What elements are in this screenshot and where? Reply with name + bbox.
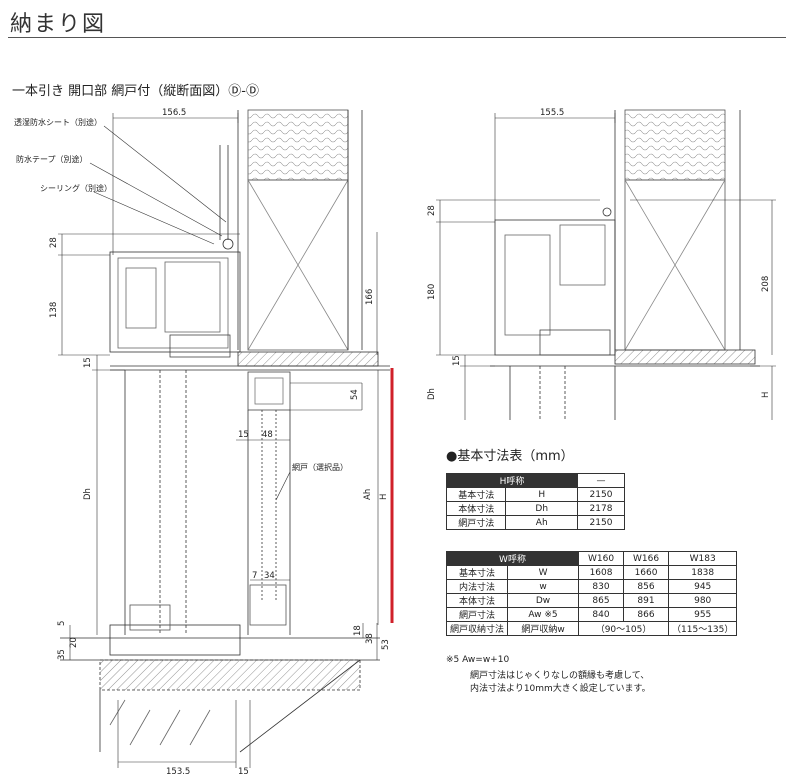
dim-28: 28 <box>49 237 59 248</box>
dim-15: 15 <box>83 357 93 368</box>
label-tape: 防水テープ（別途） <box>16 154 88 164</box>
label-sheet: 透湿防水シート（別途） <box>14 117 102 127</box>
note-formula: ※5 Aw=w+10 <box>446 655 510 665</box>
right-dims <box>436 113 776 420</box>
dim-38: 38 <box>365 633 375 644</box>
dim-h: H <box>379 494 389 500</box>
table-h-header-val: — <box>577 473 625 488</box>
title-divider <box>8 37 786 38</box>
right-dim-h: H <box>761 392 771 398</box>
dim-53: 53 <box>381 639 391 650</box>
right-dim-15: 15 <box>452 355 462 366</box>
dim-35: 35 <box>57 649 67 660</box>
table-row: 基本寸法 H 2150 <box>445 487 625 502</box>
height-table: H呼称 — 基本寸法 H 2150 本体寸法 Dh 2178 網戸寸法 Ah 2… <box>445 473 625 530</box>
dim-15c: 15 <box>238 767 249 777</box>
dim-15b: 15 <box>238 430 249 440</box>
dim-48: 48 <box>262 430 273 440</box>
table-h-header: H呼称 <box>446 473 578 488</box>
insulation-top <box>247 109 349 181</box>
dim-bottom-width: 153.5 <box>166 767 190 777</box>
table-row: 網戸寸法 Ah 2150 <box>445 515 625 530</box>
table-row: 網戸収納寸法 網戸収納w （90～105） （115～135） <box>445 621 738 636</box>
dim-138: 138 <box>49 302 59 318</box>
left-section <box>60 109 390 753</box>
right-dim-dh: Dh <box>427 388 437 400</box>
label-screen: 網戸（選択品） <box>292 462 348 472</box>
right-dim-180: 180 <box>427 284 437 300</box>
dim-ah: Ah <box>363 489 373 500</box>
dim-34: 34 <box>264 571 275 581</box>
dim-dh: Dh <box>83 488 93 500</box>
dim-54: 54 <box>350 389 360 400</box>
dim-5: 5 <box>57 621 67 626</box>
table-title: ●基本寸法表（mm） <box>446 449 574 464</box>
dim-20: 20 <box>69 637 79 648</box>
table-row: 本体寸法 Dh 2178 <box>445 501 625 516</box>
table-row: 内法寸法 w 830 856 945 <box>445 579 738 594</box>
right-dim-28: 28 <box>427 205 437 216</box>
note-line-2: 内法寸法より10mm大きく設定しています。 <box>470 684 651 694</box>
right-dim-top-width: 155.5 <box>540 108 564 118</box>
label-sealing: シーリング（別途） <box>40 183 112 193</box>
table-row: 基本寸法 W 1608 1660 1838 <box>445 565 738 580</box>
table-row: 本体寸法 Dw 865 891 980 <box>445 593 738 608</box>
right-section <box>490 109 760 420</box>
page-title: 納まり図 <box>10 12 107 37</box>
dim-top-width: 156.5 <box>162 108 186 118</box>
width-table: W呼称 W160 W166 W183 基本寸法 W 1608 1660 1838… <box>445 551 738 636</box>
table-row: 網戸寸法 Aw ※5 840 866 955 <box>445 607 738 622</box>
left-dims <box>58 113 379 768</box>
section-subtitle: 一本引き 開口部 網戸付（縦断面図）Ⓓ-Ⓓ <box>12 84 259 99</box>
note-line-1: 網戸寸法はじゃくりなしの額縁も考慮して、 <box>470 671 650 681</box>
right-dim-208: 208 <box>761 276 771 292</box>
dim-7: 7 <box>252 571 257 581</box>
dim-166: 166 <box>365 289 375 305</box>
table-w-header: W呼称 <box>445 551 580 566</box>
dim-18: 18 <box>353 625 363 636</box>
